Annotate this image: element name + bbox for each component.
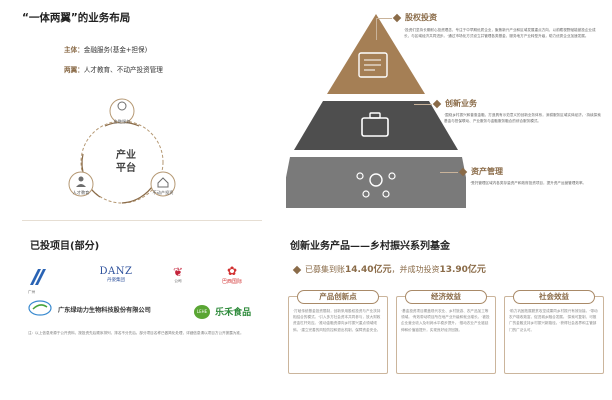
stripe-logo-icon	[30, 269, 46, 285]
business-layout-title: “一体两翼”的业务布局	[22, 12, 131, 24]
house-icon	[157, 177, 169, 188]
asset-diamond-icon	[458, 167, 468, 176]
column-text-social: ·助力巩固拓展脱贫攻坚成果同乡村振兴有效衔接。·带动农户增收致富，促进城乡融合发…	[509, 309, 598, 332]
equity-diamond-icon	[392, 13, 402, 22]
logo-guangzhou-text: 广州	[28, 290, 36, 294]
wings-text: 人才教育、不动产投资管理	[83, 66, 163, 74]
logo-baxi: ✿ 巴西国际	[212, 264, 252, 285]
logo-green-power-text: 广东绿动力生物科技股份有限公司	[58, 307, 151, 314]
coin-icon	[117, 101, 127, 111]
node-label-finance: 金融服务	[113, 119, 131, 124]
fund-diamond-icon	[292, 265, 302, 274]
equity-connector	[376, 18, 392, 19]
column-head-economic: 经济效益	[405, 290, 487, 304]
main-text: 金融服务(基金+担保)	[83, 46, 148, 54]
innovation-heading: 创新业务	[432, 98, 477, 109]
logo-baxi-text: 巴西国际	[221, 279, 242, 285]
cycle-center-line2: 平台	[116, 163, 136, 174]
main-label: 主体：	[64, 46, 84, 54]
cycle-center-label: 产业 平台	[98, 149, 154, 175]
logo-company: ❦ 公司	[150, 265, 206, 284]
logo-danz-sub: 丹姿集团	[107, 278, 125, 283]
contract-icon	[358, 52, 388, 78]
stat-invested: 13.90亿元	[439, 265, 486, 275]
stat-prefix: 已募集到账	[305, 265, 345, 274]
logo-company-text: 公司	[174, 279, 182, 283]
column-text-innovation: ·打破传统基金投资限制，创新采用股权投资与产业扶持相结合的模式。·引入多方社会资…	[293, 309, 381, 332]
node-label-realestate: 不动产投资	[152, 190, 174, 195]
leaf-logo-icon	[28, 300, 52, 316]
stat-raised: 14.40亿元	[345, 265, 392, 275]
business-pyramid	[286, 14, 466, 208]
logo-guangzhou: 广州	[28, 268, 86, 294]
node-circle-realestate	[150, 171, 176, 197]
invested-title: 已投项目(部分)	[30, 241, 100, 252]
column-text-economic: ·基金投资项目覆盖现代农业、乡村旅游、农产品加工等领域。·有效带动项目所在地产业…	[401, 309, 490, 332]
pyramid-top-equity	[327, 14, 425, 94]
logo-danz: DANZ 丹姿集团	[96, 266, 136, 283]
money-hub-icon	[369, 173, 383, 187]
innovation-diamond-icon	[432, 99, 442, 108]
pyramid-bottom-asset	[286, 157, 466, 208]
innovation-connector	[414, 104, 432, 105]
column-head-social: 社会效益	[513, 290, 595, 304]
left-divider	[22, 220, 262, 221]
equity-title: 股权投资	[405, 13, 437, 22]
node-label-education: 人才教育	[72, 190, 90, 195]
equity-connector-v	[376, 18, 377, 40]
cycle-center-line1: 产业	[116, 150, 136, 161]
asset-title: 资产管理	[471, 167, 503, 176]
person-icon-body	[76, 184, 86, 187]
asset-heading: 资产管理	[458, 166, 503, 177]
heart-logo-icon: ❦	[172, 265, 184, 279]
node-circle-finance	[109, 98, 135, 124]
fund-title: 创新业务产品——乡村振兴系列基金	[290, 241, 450, 252]
logo-lehe-text: 乐禾食品	[215, 308, 252, 318]
asset-connector	[440, 172, 458, 173]
lehe-badge-icon: LEHE	[194, 304, 210, 319]
main-business-line: 主体：金融服务(基金+担保)	[64, 44, 147, 54]
innovation-description: ·围绕乡村振兴和普惠金融，打造具有示范意义的创新业务体系，深耕服务区域实体经济。…	[444, 113, 601, 123]
column-head-innovation: 产品创新点	[297, 290, 379, 304]
flower-logo-icon: ✿	[226, 264, 238, 278]
industry-cycle-diagram	[68, 98, 176, 204]
stat-mid: ，并成功投资	[391, 265, 440, 274]
logo-lehe: LEHE 乐禾食品	[194, 301, 254, 319]
pyramid-middle-innovation	[294, 101, 458, 150]
logo-danz-text: DANZ	[99, 266, 133, 277]
equity-heading: 股权投资	[392, 12, 437, 23]
innovation-title: 创新业务	[445, 99, 477, 108]
wings-label: 两翼：	[64, 66, 84, 74]
asset-description: ·受托管理区域内各类存量资产和政府投资项目，提升资产运营管理效率。	[470, 181, 587, 185]
person-icon	[78, 176, 84, 182]
fund-stats: 已募集到账14.40亿元，并成功投资13.90亿元	[292, 262, 486, 275]
wings-business-line: 两翼：人才教育、不动产投资管理	[64, 64, 163, 74]
invested-note: 注：以上信息来源于公开资料，按投资先后顺序排列，排名不分先后。部分项目名称已做简…	[28, 331, 244, 335]
equity-description: ·投资们坚持长期耐心投资理念，专注于中早期优质企业，聚焦新兴产业和区域发展重点方…	[404, 28, 596, 38]
logo-green-leaf	[28, 300, 54, 318]
